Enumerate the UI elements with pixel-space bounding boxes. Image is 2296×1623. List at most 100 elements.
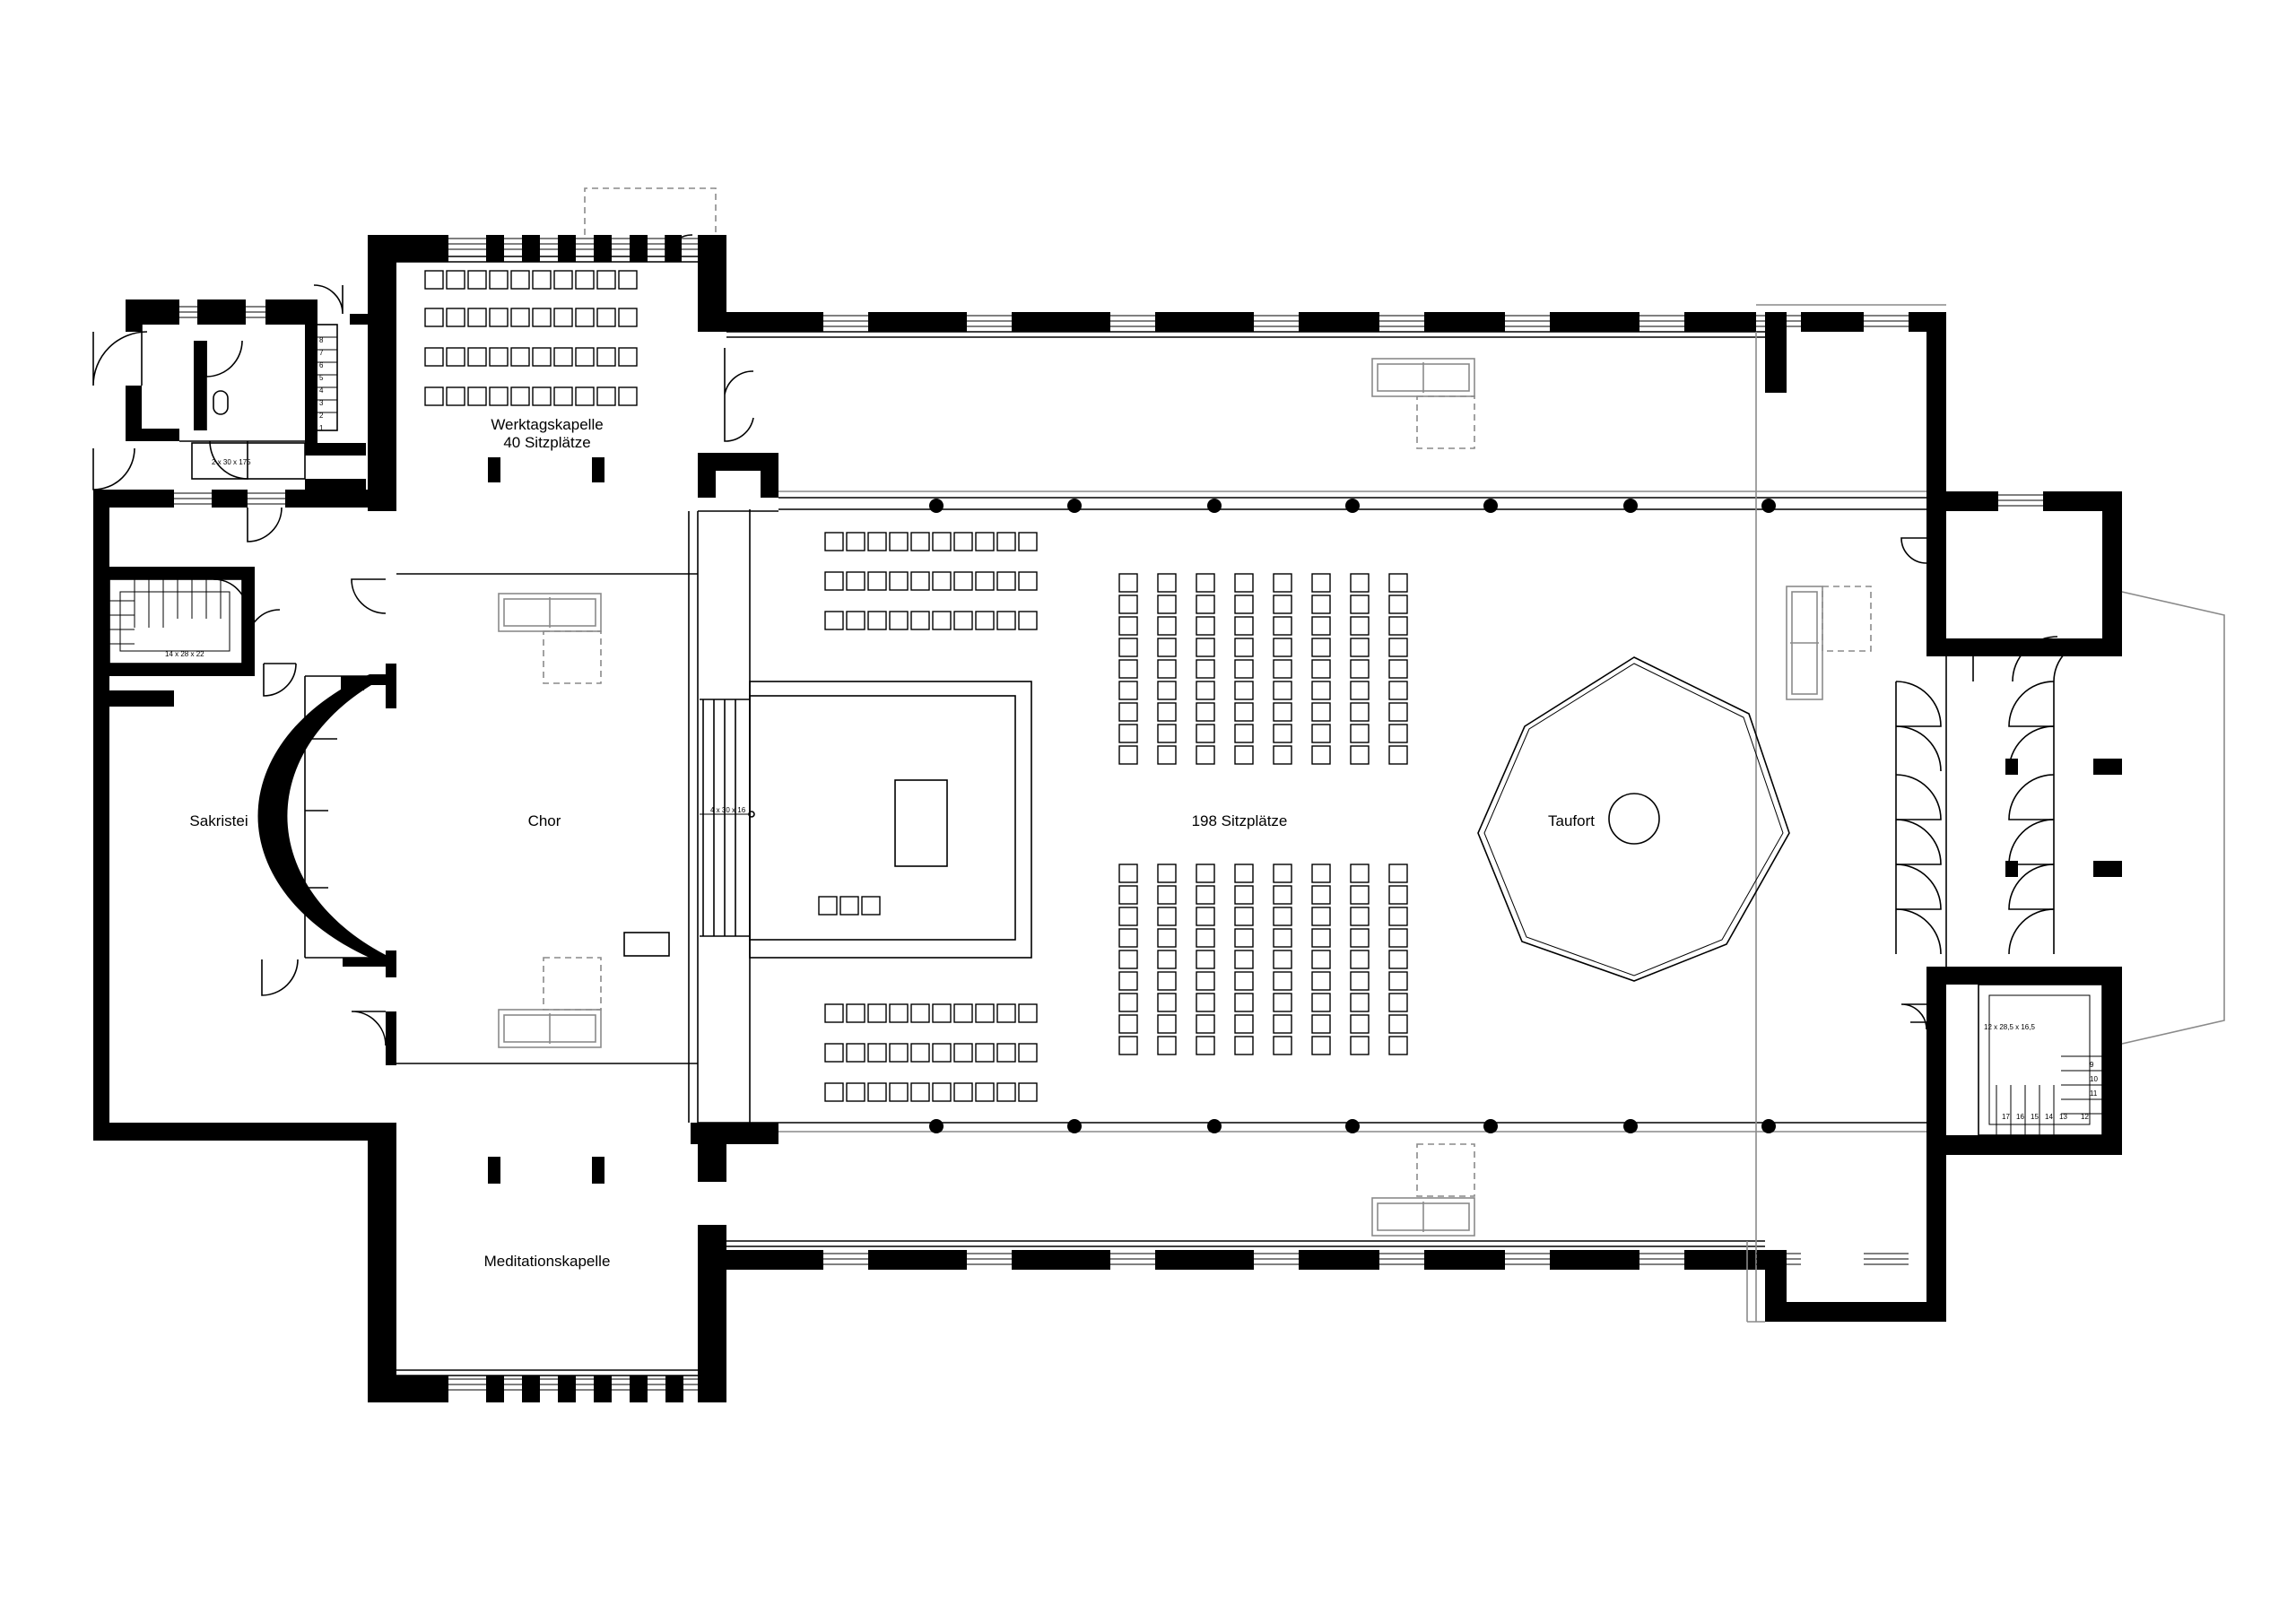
svg-text:12: 12 bbox=[2081, 1113, 2089, 1121]
seat bbox=[996, 1043, 1016, 1063]
baptistery-octagon bbox=[1477, 656, 1790, 982]
seat bbox=[910, 1043, 930, 1063]
seat bbox=[1273, 659, 1292, 679]
seat bbox=[1311, 616, 1331, 636]
seat bbox=[824, 1043, 844, 1063]
seat bbox=[932, 611, 952, 630]
seat bbox=[975, 1082, 995, 1102]
seat bbox=[1311, 1014, 1331, 1034]
seat bbox=[1118, 681, 1138, 700]
seat bbox=[1196, 971, 1215, 991]
seat bbox=[1157, 1036, 1177, 1055]
seat bbox=[1196, 638, 1215, 657]
seat bbox=[1350, 950, 1370, 969]
column-icon bbox=[1761, 499, 1776, 513]
seat bbox=[1118, 745, 1138, 765]
seat bbox=[1350, 616, 1370, 636]
seat bbox=[1234, 745, 1254, 765]
seat bbox=[1118, 702, 1138, 722]
seat bbox=[1118, 1014, 1138, 1034]
seat bbox=[446, 308, 465, 327]
seat bbox=[1018, 571, 1038, 591]
seat bbox=[618, 386, 638, 406]
seat bbox=[824, 532, 844, 551]
seat bbox=[510, 347, 530, 367]
baptismal-font bbox=[1608, 793, 1660, 845]
seat bbox=[1157, 928, 1177, 948]
seat bbox=[1018, 1003, 1038, 1023]
column-icon bbox=[1483, 499, 1498, 513]
seat bbox=[489, 270, 509, 290]
seat bbox=[1157, 702, 1177, 722]
seat bbox=[618, 347, 638, 367]
seat bbox=[1234, 616, 1254, 636]
seat bbox=[932, 1043, 952, 1063]
svg-text:6: 6 bbox=[319, 361, 324, 369]
seat bbox=[424, 270, 444, 290]
seat bbox=[1388, 745, 1408, 765]
seat bbox=[1196, 573, 1215, 593]
seat bbox=[1118, 885, 1138, 905]
seat bbox=[1350, 1014, 1370, 1034]
svg-text:3: 3 bbox=[319, 399, 324, 407]
seat bbox=[1234, 573, 1254, 593]
column-icon bbox=[1067, 499, 1082, 513]
seat bbox=[1311, 885, 1331, 905]
seat bbox=[996, 1082, 1016, 1102]
stair-annotation-tower: 12 x 28,5 x 16,5 bbox=[1984, 1023, 2035, 1031]
seat bbox=[1196, 745, 1215, 765]
seat bbox=[1311, 659, 1331, 679]
seat bbox=[618, 270, 638, 290]
seat bbox=[1350, 1036, 1370, 1055]
seat bbox=[932, 1082, 952, 1102]
seat bbox=[953, 571, 973, 591]
seat bbox=[575, 270, 595, 290]
seat bbox=[1157, 971, 1177, 991]
seat bbox=[1273, 1014, 1292, 1034]
seat bbox=[532, 347, 552, 367]
seat bbox=[1157, 907, 1177, 926]
seat bbox=[1118, 638, 1138, 657]
seat bbox=[1234, 702, 1254, 722]
seat bbox=[1273, 573, 1292, 593]
seat bbox=[1157, 681, 1177, 700]
seat bbox=[1311, 702, 1331, 722]
seat bbox=[1388, 993, 1408, 1012]
svg-text:9: 9 bbox=[2090, 1061, 2094, 1069]
seat bbox=[596, 270, 616, 290]
seat bbox=[1388, 638, 1408, 657]
seat bbox=[1311, 928, 1331, 948]
seat bbox=[1196, 616, 1215, 636]
seat bbox=[889, 611, 909, 630]
seat bbox=[1311, 971, 1331, 991]
seat bbox=[1157, 993, 1177, 1012]
seat bbox=[618, 308, 638, 327]
seat bbox=[1118, 950, 1138, 969]
seat bbox=[1018, 532, 1038, 551]
seat bbox=[1388, 1014, 1408, 1034]
seat bbox=[1273, 950, 1292, 969]
seat bbox=[889, 1082, 909, 1102]
seat bbox=[1118, 928, 1138, 948]
seat bbox=[1273, 885, 1292, 905]
seat bbox=[1118, 616, 1138, 636]
seat bbox=[532, 386, 552, 406]
seat bbox=[553, 386, 573, 406]
seat bbox=[867, 1043, 887, 1063]
room-label-chor: Chor bbox=[528, 812, 561, 829]
seat bbox=[1157, 616, 1177, 636]
seat bbox=[846, 1003, 865, 1023]
seat bbox=[867, 571, 887, 591]
stair-annotation-sacristy: 14 x 28 x 22 bbox=[165, 650, 204, 658]
seat bbox=[1388, 885, 1408, 905]
seat bbox=[1311, 745, 1331, 765]
seat bbox=[1273, 638, 1292, 657]
seat bbox=[1311, 595, 1331, 614]
seat bbox=[824, 1082, 844, 1102]
seat bbox=[996, 571, 1016, 591]
seat bbox=[1350, 702, 1370, 722]
apse-wall bbox=[257, 674, 391, 958]
svg-text:2: 2 bbox=[319, 412, 324, 420]
seat bbox=[1388, 595, 1408, 614]
room-label-taufort: Taufort bbox=[1548, 812, 1595, 829]
